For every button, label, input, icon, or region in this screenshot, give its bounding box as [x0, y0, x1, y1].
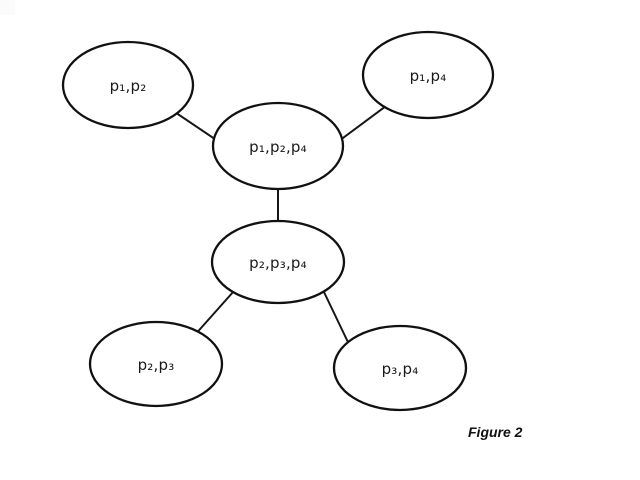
node-label-top-right: p₁,p₄	[409, 67, 447, 85]
node-label-center-lower: p₂,p₃,p₄	[249, 254, 307, 272]
scan-artifact	[0, 0, 15, 15]
node-ellipse-bottom-left	[88, 320, 224, 408]
node-ellipse-top-right	[361, 30, 495, 120]
node-label-bottom-left: p₂,p₃	[137, 356, 175, 374]
node-ellipse-center-upper	[211, 101, 345, 191]
node-ellipse-top-left	[61, 40, 195, 130]
node-ellipse-center-lower	[210, 219, 346, 305]
node-ellipse-bottom-right	[332, 324, 468, 412]
figure-caption: Figure 2	[468, 424, 523, 440]
node-label-top-left: p₁,p₂	[109, 77, 147, 95]
node-label-bottom-right: p₃,p₄	[381, 360, 419, 378]
node-label-center-upper: p₁,p₂,p₄	[249, 138, 307, 156]
